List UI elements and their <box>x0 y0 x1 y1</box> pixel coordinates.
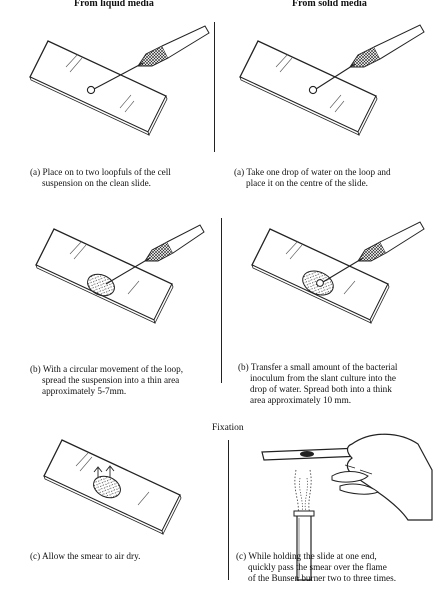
header-solid-media: From solid media <box>292 0 367 9</box>
slide-b-solid <box>251 221 425 325</box>
column-divider-top <box>214 22 215 152</box>
fixation-label: Fixation <box>212 423 244 433</box>
caption-line: suspension on the clean slide. <box>42 178 151 188</box>
slide-a-liquid <box>29 25 210 137</box>
caption-line: drop of water. Spread both into a think <box>250 384 392 394</box>
caption-line: inoculum from the slant culture into the <box>250 373 396 383</box>
slide-a-solid <box>239 24 425 137</box>
caption-line: area approximately 10 mm. <box>250 395 352 405</box>
caption-b-solid: (b) Transfer a small amount of the bacte… <box>238 362 442 406</box>
caption-b-liquid: (b) With a circular movement of the loop… <box>30 364 210 397</box>
slide-c-liquid <box>43 439 182 536</box>
caption-line: spread the suspension into a thin area <box>42 375 180 385</box>
caption-line: (a) Place on to two loopfuls of the cell <box>30 167 171 177</box>
caption-line: (b) Transfer a small amount of the bacte… <box>238 362 398 372</box>
header-liquid-media: From liquid media <box>74 0 154 9</box>
caption-line: (c) Allow the smear to air dry. <box>30 551 141 561</box>
column-divider-middle <box>221 218 222 383</box>
caption-c-solid: (c) While holding the slide at one end, … <box>236 551 442 584</box>
caption-line: of the Bunsen burner two to three times. <box>248 573 396 583</box>
slide-b-liquid <box>35 224 205 325</box>
caption-a-liquid: (a) Place on to two loopfuls of the cell… <box>30 167 210 189</box>
caption-line: place it on the centre of the slide. <box>246 178 368 188</box>
caption-line: (b) With a circular movement of the loop… <box>30 364 184 374</box>
caption-line: approximately 5-7mm. <box>42 386 127 396</box>
caption-line: (c) While holding the slide at one end, <box>236 551 377 561</box>
caption-line: quickly pass the smear over the flame <box>248 562 387 572</box>
caption-line: (a) Take one drop of water on the loop a… <box>234 167 391 177</box>
bunsen-flame-scene <box>261 433 433 581</box>
column-divider-bottom <box>228 440 229 580</box>
caption-a-solid: (a) Take one drop of water on the loop a… <box>234 167 434 189</box>
caption-c-liquid: (c) Allow the smear to air dry. <box>30 551 210 562</box>
